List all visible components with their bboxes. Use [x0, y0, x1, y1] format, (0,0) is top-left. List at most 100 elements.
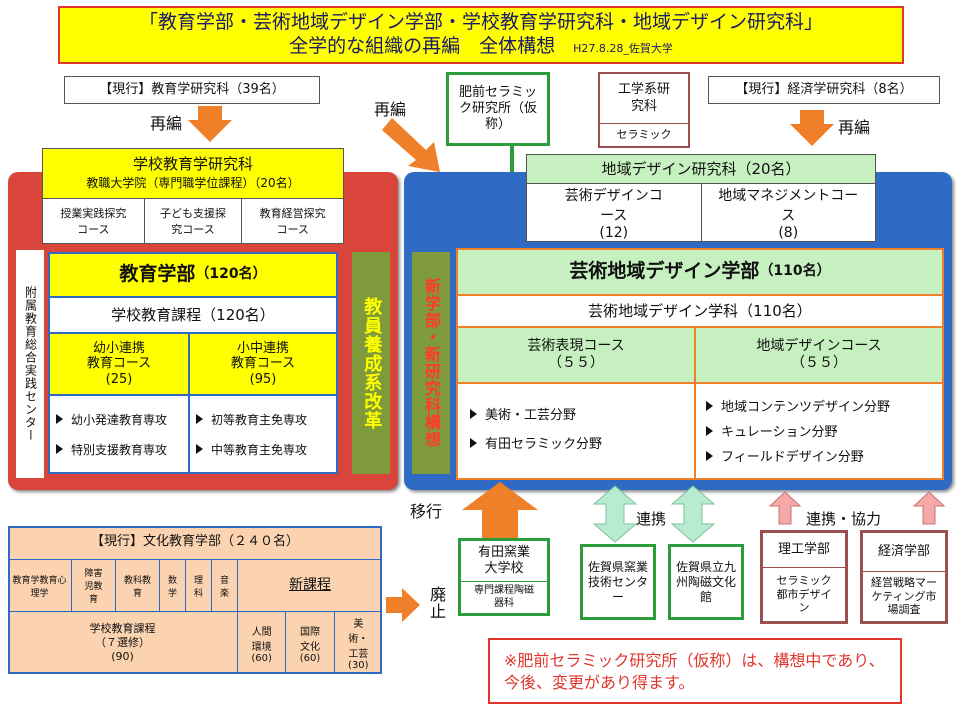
culture-school-prog-sub: （７選修）	[95, 636, 150, 650]
art-course-2-name: 地域デザインコース	[756, 337, 882, 354]
teacher-reform: 教員養成系改革	[352, 252, 390, 474]
art-course-1-fields: 美術・工芸分野 有田セラミック分野	[456, 384, 696, 480]
culture-school-prog-label: 学校教育課程	[89, 622, 156, 636]
abolish-label: 廃止	[427, 586, 446, 620]
current-edu-grad-label: 【現行】教育学研究科（39名）	[99, 81, 285, 97]
sci-eng-sub: セラミック都市デザイン	[763, 566, 845, 621]
attached-center: 附属教育総合実践センター	[16, 250, 44, 478]
school-grad-course: 子ども支援探究コース	[145, 199, 243, 243]
current-culture-title-label: 【現行】文化教育学部（２４０名）	[90, 534, 299, 550]
culture-school-prog-count: (90)	[111, 649, 134, 663]
collab-arrow-1	[592, 485, 638, 543]
school-grad-sub: 教職大学院（専門職学位課程）（20名）	[86, 175, 300, 190]
culture-new-course: 人間環境 (60)	[238, 612, 287, 674]
school-grad-course: 教育経営探究コース	[259, 207, 326, 236]
current-econ-grad: 【現行】経済学研究科（8名）	[708, 76, 940, 104]
kyushu-museum: 佐賀県立九州陶磁文化館	[668, 544, 744, 620]
field-item: 有田セラミック分野	[470, 433, 682, 452]
arita-title: 有田窯業大学校	[477, 544, 530, 576]
reorg-label-right: 再編	[838, 118, 871, 137]
collab-arrow-2	[670, 485, 716, 543]
transition-arrow	[462, 482, 538, 540]
edu-course-2-count: (95)	[249, 371, 277, 387]
eng-grad-sub: セラミック	[600, 123, 688, 146]
econ-sub: 経営戦略マーケティング市場調査	[863, 570, 945, 621]
arita-sub: 専門課程陶磁器科	[461, 581, 547, 613]
culture-new-program: 新課程	[238, 560, 382, 612]
collab-label: 連携	[636, 510, 667, 528]
edu-faculty-title: 教育学部 （120名）	[48, 252, 338, 298]
edu-course-2-majors: 初等教育主免専攻 中等教育主免専攻	[190, 396, 338, 474]
culture-subs: 教育学教育心理学 障害児教育 教科教育 数学 理科 音楽	[8, 560, 238, 612]
art-course-2-fields: 地域コンテンツデザイン分野 キュレーション分野 フィールドデザイン分野	[696, 384, 944, 480]
major-item: 特別支援教育専攻	[56, 441, 182, 458]
edu-program: 学校教育課程（120名）	[48, 298, 338, 334]
current-econ-grad-label: 【現行】経済学研究科（8名）	[735, 81, 913, 97]
culture-sub: 障害児教育	[72, 560, 116, 611]
collab2-arrow-2	[912, 491, 946, 525]
regional-grad-course-1-count: (12)	[599, 224, 629, 241]
regional-grad-course-1-name: 芸術デザインコース	[564, 187, 663, 224]
reorg-arrow-left	[188, 106, 232, 142]
arita: 有田窯業大学校 専門課程陶磁器科	[458, 538, 550, 616]
reorg-label-mid: 再編	[374, 100, 407, 119]
transition-label: 移行	[410, 502, 443, 521]
edu-course-2-name2: 教育コース	[230, 356, 296, 372]
current-culture-title: 【現行】文化教育学部（２４０名）	[8, 526, 382, 560]
econ-title: 経済学部	[877, 543, 930, 559]
teacher-reform-label: 教員養成系改革	[361, 296, 383, 430]
culture-new-courses: 人間環境 (60) 国際文化 (60) 美術・工芸 (30)	[238, 612, 382, 674]
culture-school-prog: 学校教育課程 （７選修） (90)	[8, 612, 238, 674]
field-item: キュレーション分野	[706, 421, 932, 440]
culture-sub: 理科	[186, 560, 212, 611]
attached-center-label: 附属教育総合実践センター	[23, 286, 38, 442]
school-grad-course: 授業実践探究コース	[43, 199, 145, 243]
reorg-label-left: 再編	[150, 114, 183, 133]
edu-course-2: 小中連携 教育コース (95)	[190, 334, 338, 396]
reorg-arrow-right	[790, 110, 834, 146]
title-line-1: 「教育学部・芸術地域デザイン学部・学校教育学研究科・地域デザイン研究科」	[138, 11, 823, 34]
regional-grad-course-1: 芸術デザインコース (12)	[527, 184, 702, 241]
school-grad-title: 学校教育学研究科	[132, 155, 253, 173]
regional-grad-title-label: 地域デザイン研究科（20名）	[601, 159, 801, 178]
art-course-1-name: 芸術表現コース	[527, 337, 625, 354]
culture-new-program-label: 新課程	[289, 576, 331, 593]
major-item: 中等教育主免専攻	[196, 441, 330, 458]
edu-course-1-name1: 幼小連携	[92, 340, 145, 356]
art-dept-label: 芸術地域デザイン学科（110名）	[588, 301, 812, 320]
edu-program-label: 学校教育課程（120名）	[111, 305, 275, 324]
edu-course-2-name1: 小中連携	[236, 340, 289, 356]
regional-grad-title: 地域デザイン研究科（20名）	[526, 154, 876, 184]
art-dept: 芸術地域デザイン学科（110名）	[456, 296, 944, 328]
hizen-institute: 肥前セラミック研究所（仮称）	[446, 72, 550, 146]
art-course-1-count: （５５）	[548, 355, 604, 371]
major-item: 初等教育主免専攻	[196, 411, 330, 428]
art-course-2: 地域デザインコース （５５）	[696, 328, 944, 384]
art-faculty-title: 芸術地域デザイン学部 （110名）	[456, 248, 944, 296]
new-faculty-plan: 新学部・新研究科構想	[412, 252, 450, 474]
field-item: フィールドデザイン分野	[706, 446, 932, 465]
culture-new-course: 美術・工芸 (30)	[348, 619, 369, 671]
edu-course-1: 幼小連携 教育コース (25)	[48, 334, 190, 396]
sci-eng: 理工学部 セラミック都市デザイン	[760, 530, 848, 624]
current-culture	[8, 526, 382, 674]
art-faculty-count: （110名）	[759, 263, 831, 280]
current-edu-grad: 【現行】教育学研究科（39名）	[64, 76, 320, 104]
abolish-arrow	[386, 588, 420, 622]
field-item: 美術・工芸分野	[470, 404, 682, 423]
edu-faculty-name: 教育学部	[119, 263, 196, 286]
collab2-arrow-1	[768, 491, 802, 525]
school-grad-courses: 授業実践探究コース 子ども支援探究コース 教育経営探究コース	[42, 198, 344, 244]
eng-grad: 工学系研究科 セラミック	[598, 72, 690, 148]
regional-grad-course-2: 地域マネジメントコース (8)	[702, 184, 876, 241]
title-date: H27.8.28_佐賀大学	[573, 42, 673, 55]
econ: 経済学部 経営戦略マーケティング市場調査	[860, 530, 948, 624]
edu-course-1-majors: 幼小発達教育専攻 特別支援教育専攻	[48, 396, 190, 474]
field-item: 地域コンテンツデザイン分野	[706, 396, 932, 415]
major-item: 幼小発達教育専攻	[56, 411, 182, 428]
reorg-arrow-mid	[382, 118, 440, 172]
saga-ceramic-label: 佐賀県窯業技術センター	[587, 559, 648, 604]
eng-grad-title: 工学系研究科	[617, 82, 670, 114]
note: ※肥前セラミック研究所（仮称）は、構想中であり、今後、変更があり得ます。	[488, 638, 902, 704]
regional-grad-course-2-count: (8)	[778, 224, 799, 241]
